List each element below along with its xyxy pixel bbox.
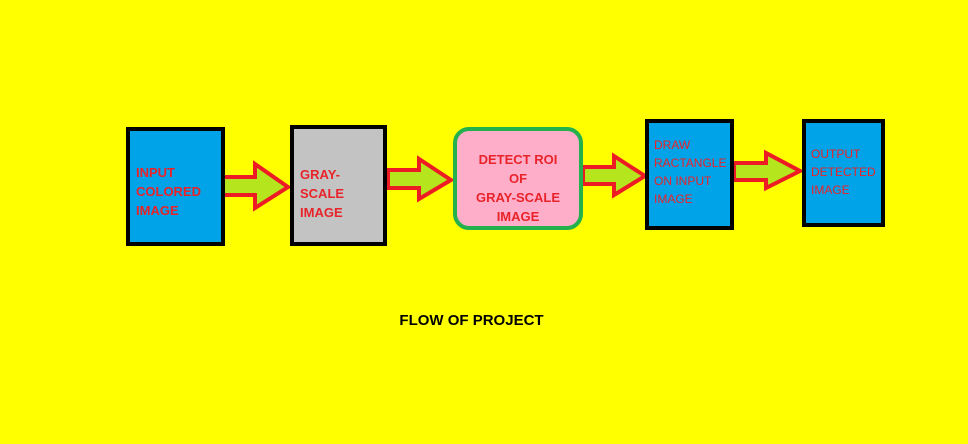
- flow-arrow-1: [221, 160, 292, 212]
- flow-arrow-2: [386, 155, 455, 203]
- flow-arrow-3: [581, 152, 649, 199]
- step-input-label: INPUT COLORED IMAGE: [136, 165, 201, 218]
- step-input-colored-image: INPUT COLORED IMAGE: [126, 127, 225, 246]
- step-draw-label: DRAW RACTANGLE ON INPUT IMAGE: [654, 138, 727, 206]
- step-detect-roi: DETECT ROI OF GRAY-SCALE IMAGE: [453, 127, 583, 230]
- diagram-caption: FLOW OF PROJECT: [399, 312, 544, 329]
- step-draw-rectangle: DRAW RACTANGLE ON INPUT IMAGE: [645, 119, 734, 230]
- step-gray-scale-image: GRAY- SCALE IMAGE: [290, 125, 387, 246]
- flow-arrow-4: [732, 149, 805, 192]
- step-gray-label: GRAY- SCALE IMAGE: [300, 167, 345, 220]
- step-roi-label: DETECT ROI OF GRAY-SCALE IMAGE: [475, 152, 561, 224]
- step-output-label: OUTPUT DETECTED IMAGE: [811, 147, 876, 197]
- step-output-detected-image: OUTPUT DETECTED IMAGE: [802, 119, 885, 227]
